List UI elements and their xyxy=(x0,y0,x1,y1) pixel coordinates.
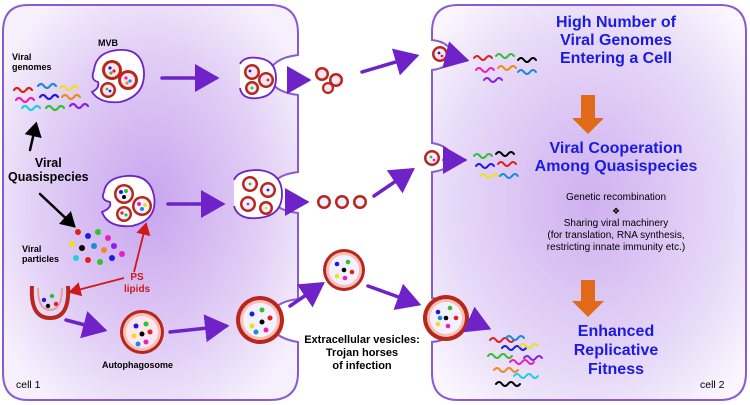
step3-headline: Enhanced Replicative Fitness xyxy=(573,323,659,379)
detail-sharing: Sharing viral machinery (for translation… xyxy=(546,218,686,253)
extracellular-vesicles-label: Extracellular vesicles: Trojan horses of… xyxy=(304,334,420,373)
free-vesicles-top xyxy=(315,67,343,94)
released-genomes-cluster xyxy=(487,335,543,387)
released-genomes-top xyxy=(473,53,537,83)
released-genomes-middle xyxy=(473,151,519,179)
mvb-particles-cell1 xyxy=(100,174,156,228)
mvb-cell1 xyxy=(90,49,145,104)
exiting-vesicles-middle xyxy=(233,169,283,220)
step2-headline: Viral Cooperation Among Quasispecies xyxy=(534,140,698,176)
flow-arrows xyxy=(64,41,492,343)
entering-vesicle-top xyxy=(432,46,448,62)
entering-vesicle-middle xyxy=(424,150,440,166)
autophagosome-label: Autophagosome xyxy=(102,360,173,370)
free-ev-large xyxy=(323,249,365,291)
viral-quasispecies-label: Viral Quasispecies xyxy=(8,156,89,185)
exiting-vesicles-top xyxy=(239,56,277,100)
ps-lipids-arrows xyxy=(68,222,151,297)
ps-lipids-cup xyxy=(29,285,71,321)
mvb-label: MVB xyxy=(98,38,118,48)
entering-ev-large xyxy=(423,295,469,341)
ps-lipids-label: PS lipids xyxy=(124,272,151,295)
exiting-autophagosome xyxy=(236,296,284,344)
viral-genomes-label: Viral genomes xyxy=(12,52,52,73)
step1-headline: High Number of Viral Genomes Entering a … xyxy=(556,14,676,68)
free-vesicles-middle xyxy=(317,195,367,209)
cell-1-label: cell 1 xyxy=(16,379,41,391)
detail-separator: ❖ xyxy=(611,206,621,216)
autophagosome xyxy=(120,310,164,354)
viral-particles-label: Viral particles xyxy=(22,244,60,265)
viral-genomes-squiggles xyxy=(12,82,90,112)
cell-2-label: cell 2 xyxy=(700,379,725,391)
orange-arrows xyxy=(572,95,604,317)
viral-particles-dots xyxy=(69,229,125,265)
quasispecies-arrows xyxy=(24,121,76,228)
detail-recombination: Genetic recombination xyxy=(565,192,667,203)
